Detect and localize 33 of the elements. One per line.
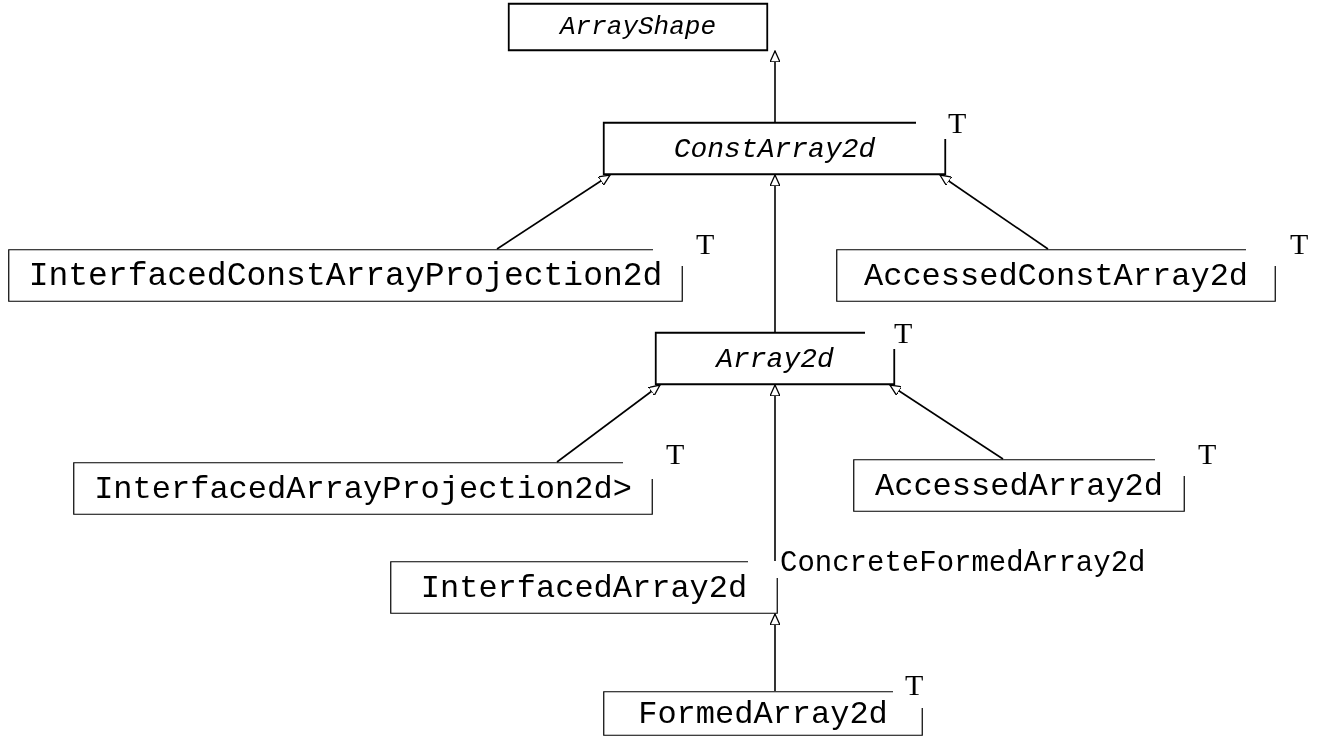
template-parameter: T [905, 668, 924, 702]
class-name: AccessedConstArray2d [862, 257, 1250, 294]
class-name: Array2d [714, 343, 835, 374]
class-box [603, 122, 946, 175]
class-name: InterfacedConstArrayProjection2d [27, 257, 664, 294]
class-name: ArrayShape [558, 12, 717, 42]
class-name: InterfacedArray2d [419, 569, 749, 606]
class-name: InterfacedArrayProjection2d> [93, 470, 633, 507]
inheritance-arrow [496, 174, 611, 250]
inheritance-arrow [556, 384, 661, 463]
template-argument: ConcreteFormedArray2d [780, 547, 1146, 580]
template-parameter: T [1198, 437, 1217, 471]
class-name: AccessedArray2d [873, 467, 1164, 504]
inheritance-arrow [769, 384, 781, 562]
class-box [73, 462, 653, 515]
template-parameter: T [894, 316, 913, 350]
template-parameter: T [666, 437, 685, 471]
class-box [390, 561, 778, 614]
class-box [853, 459, 1185, 512]
class-name: ConstArray2d [672, 133, 877, 164]
class-name: FormedArray2d [637, 695, 889, 732]
class-box [655, 332, 895, 385]
inheritance-arrow [889, 384, 1004, 460]
inheritance-arrow [769, 174, 781, 333]
template-parameter: T [1290, 227, 1309, 261]
class-box [508, 3, 768, 51]
template-parameter: T [696, 227, 715, 261]
class-box [8, 249, 683, 302]
class-box [836, 249, 1276, 302]
template-parameter: T [948, 106, 967, 140]
inheritance-arrow [769, 613, 781, 692]
inheritance-arrow [939, 174, 1049, 250]
inheritance-arrow [769, 50, 781, 123]
